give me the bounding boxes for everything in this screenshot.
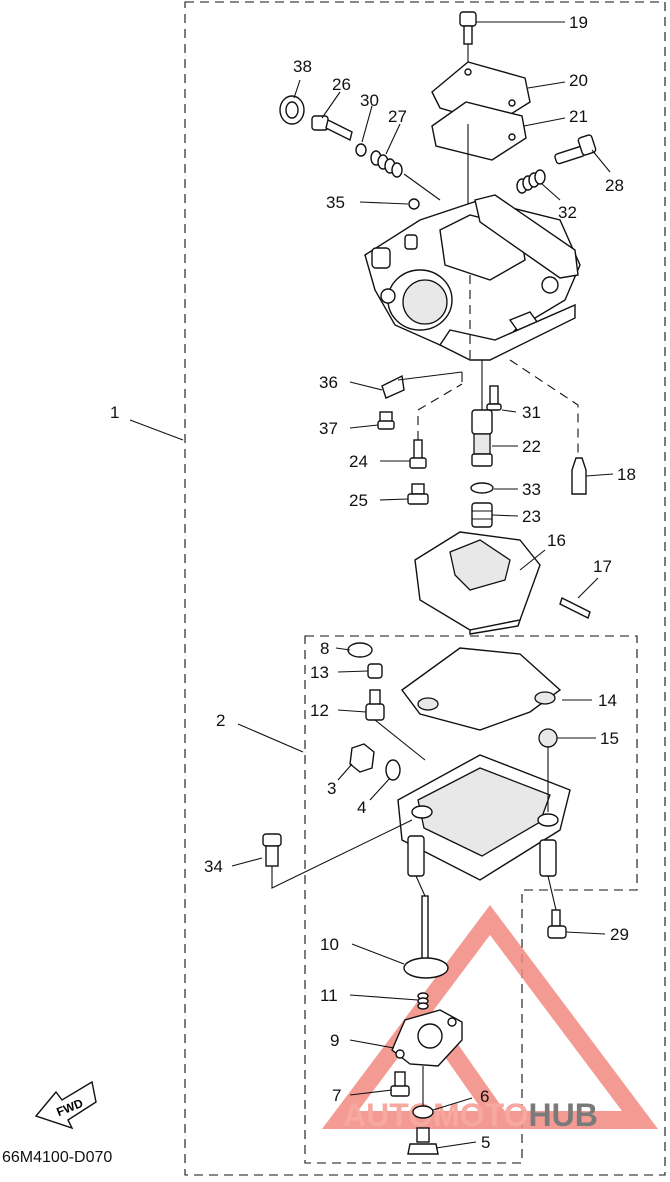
part-11-spring bbox=[417, 992, 429, 1010]
part-35-screw bbox=[408, 198, 420, 210]
callout-38: 38 bbox=[293, 57, 312, 76]
part-9-cover bbox=[391, 1009, 463, 1067]
callout-4: 4 bbox=[357, 798, 366, 817]
callout-13: 13 bbox=[310, 663, 329, 682]
part-34-screw bbox=[262, 833, 282, 867]
callout-7: 7 bbox=[332, 1086, 341, 1105]
callout-11: 11 bbox=[320, 986, 338, 1005]
callout-20: 20 bbox=[569, 71, 588, 90]
callout-22: 22 bbox=[522, 437, 541, 456]
part-21-gasket bbox=[431, 101, 527, 161]
part-8-cap bbox=[347, 642, 373, 658]
part-15-filter bbox=[538, 728, 558, 748]
part-19-screw bbox=[459, 11, 477, 76]
part-25-screw bbox=[407, 483, 429, 505]
part-23-jet bbox=[471, 502, 493, 528]
part-33-o-ring bbox=[470, 482, 494, 494]
callout-33: 33 bbox=[522, 480, 541, 499]
part-37-screw bbox=[377, 411, 395, 430]
callout-29: 29 bbox=[610, 925, 629, 944]
part-36-plate bbox=[381, 374, 405, 399]
part-29-screw bbox=[547, 909, 567, 939]
callout-25: 25 bbox=[349, 491, 368, 510]
assembly-frame-1 bbox=[184, 1, 666, 1176]
fwd-arrow-icon bbox=[34, 1080, 97, 1130]
part-7-screw bbox=[390, 1071, 410, 1097]
part-17-pin bbox=[559, 597, 591, 619]
callout-14: 14 bbox=[598, 691, 617, 710]
part-3-nut bbox=[349, 743, 375, 773]
callout-31: 31 bbox=[522, 403, 541, 422]
part-16-float bbox=[414, 531, 541, 635]
leader-lines bbox=[129, 21, 614, 1149]
callout-28: 28 bbox=[605, 176, 624, 195]
part-24-needle bbox=[409, 439, 427, 469]
callout-6: 6 bbox=[480, 1087, 489, 1106]
part-13-plug bbox=[367, 663, 383, 679]
callouts: 1 2 19 20 21 28 32 38 26 30 27 35 36 37 … bbox=[110, 13, 636, 1152]
float-bowl bbox=[397, 754, 571, 881]
callout-3: 3 bbox=[327, 779, 336, 798]
callout-10: 10 bbox=[320, 935, 339, 954]
callout-21: 21 bbox=[569, 107, 588, 126]
part-14-gasket bbox=[401, 647, 562, 731]
callout-32: 32 bbox=[558, 203, 577, 222]
assembly-frame-2 bbox=[304, 635, 638, 1164]
leader-34-path bbox=[271, 819, 413, 889]
part-31-screw bbox=[486, 385, 502, 411]
carburetor-body bbox=[364, 194, 581, 361]
callout-15: 15 bbox=[600, 729, 619, 748]
part-10-valve bbox=[403, 895, 449, 979]
part-38-knob bbox=[279, 95, 305, 125]
dash-guide-24 bbox=[417, 383, 463, 440]
callout-8: 8 bbox=[320, 639, 329, 658]
part-27-spring bbox=[370, 150, 403, 178]
part-5-bolt bbox=[407, 1127, 439, 1155]
callout-12: 12 bbox=[310, 701, 329, 720]
callout-9: 9 bbox=[330, 1031, 339, 1050]
part-18-valve bbox=[571, 457, 587, 495]
part-6-washer bbox=[412, 1105, 434, 1119]
callout-24: 24 bbox=[349, 452, 368, 471]
callout-37: 37 bbox=[319, 419, 338, 438]
callout-36: 36 bbox=[319, 373, 338, 392]
part-26-pilot-screw bbox=[311, 115, 353, 142]
diagram-code: 66M4100-D070 bbox=[2, 1149, 112, 1166]
callout-27: 27 bbox=[388, 107, 407, 126]
part-30-o-ring bbox=[355, 143, 367, 157]
watermark-logo bbox=[322, 905, 658, 1129]
callout-5: 5 bbox=[481, 1133, 490, 1152]
callout-2: 2 bbox=[216, 711, 225, 730]
callout-23: 23 bbox=[522, 507, 541, 526]
part-12-drain-screw bbox=[365, 689, 385, 721]
part-4-washer bbox=[385, 759, 401, 781]
callout-17: 17 bbox=[593, 557, 612, 576]
dash-guide-18 bbox=[509, 359, 579, 458]
callout-26: 26 bbox=[332, 75, 351, 94]
callout-1: 1 bbox=[110, 403, 119, 422]
callout-18: 18 bbox=[617, 465, 636, 484]
part-32-spring bbox=[516, 169, 546, 194]
callout-35: 35 bbox=[326, 193, 345, 212]
part-22-nozzle bbox=[471, 409, 493, 467]
callout-19: 19 bbox=[569, 13, 588, 32]
watermark-text: AUTOMOTOHUB bbox=[343, 1097, 598, 1133]
callout-34: 34 bbox=[204, 857, 223, 876]
callout-16: 16 bbox=[547, 531, 566, 550]
callout-30: 30 bbox=[360, 91, 379, 110]
part-28-screw bbox=[554, 134, 597, 165]
